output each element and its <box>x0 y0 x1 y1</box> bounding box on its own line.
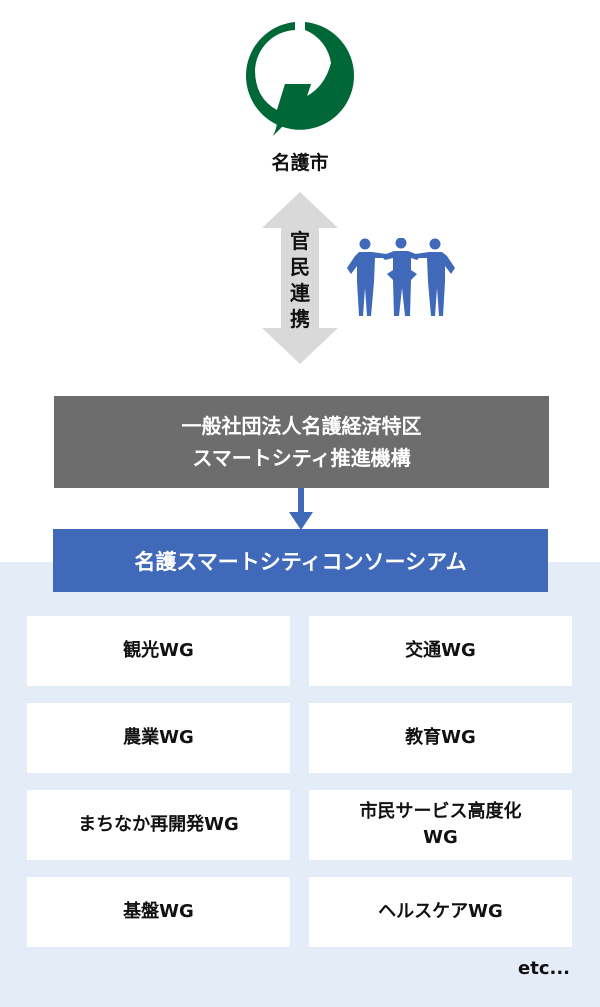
bidirectional-arrow-icon <box>262 192 338 364</box>
label-char: 連 <box>290 281 310 305</box>
wg-label: ヘルスケアWG <box>378 901 503 922</box>
city-name: 名護市 <box>271 152 329 174</box>
label-char: 携 <box>290 307 310 331</box>
organization-line2: スマートシティ推進機構 <box>192 446 411 470</box>
consortium-title-box: 名護スマートシティコンソーシアム <box>53 529 548 592</box>
label-char: 民 <box>290 255 310 279</box>
wg-label-line2: WG <box>423 827 458 848</box>
wg-card-healthcare: ヘルスケアWG <box>309 877 572 947</box>
wg-label: まちなか再開発WG <box>78 814 239 835</box>
wg-label: 基盤WG <box>123 901 194 922</box>
promotion-organization-box: 一般社団法人名護経済特区 スマートシティ推進機構 <box>54 396 549 488</box>
label-char: 官 <box>290 229 310 253</box>
organization-line1: 一般社団法人名護経済特区 <box>181 414 422 438</box>
wg-label: 教育WG <box>405 727 476 748</box>
nago-city-emblem-icon <box>246 22 354 136</box>
wg-card-citizen-services: 市民サービス高度化 WG <box>309 790 572 860</box>
wg-card-education: 教育WG <box>309 703 572 773</box>
wg-card-transport: 交通WG <box>309 616 572 686</box>
wg-card-downtown-redevelopment: まちなか再開発WG <box>27 790 290 860</box>
wg-card-infrastructure: 基盤WG <box>27 877 290 947</box>
wg-card-tourism: 観光WG <box>27 616 290 686</box>
wg-label: 観光WG <box>123 640 194 661</box>
people-group-icon <box>347 238 455 316</box>
public-private-partnership-label: 官 民 連 携 <box>284 228 316 332</box>
down-arrow-icon <box>289 488 313 530</box>
wg-card-agriculture: 農業WG <box>27 703 290 773</box>
etc-label: etc... <box>518 958 570 979</box>
wg-label: 農業WG <box>123 727 194 748</box>
wg-label: 交通WG <box>405 640 476 661</box>
wg-label-line1: 市民サービス高度化 <box>359 801 522 822</box>
